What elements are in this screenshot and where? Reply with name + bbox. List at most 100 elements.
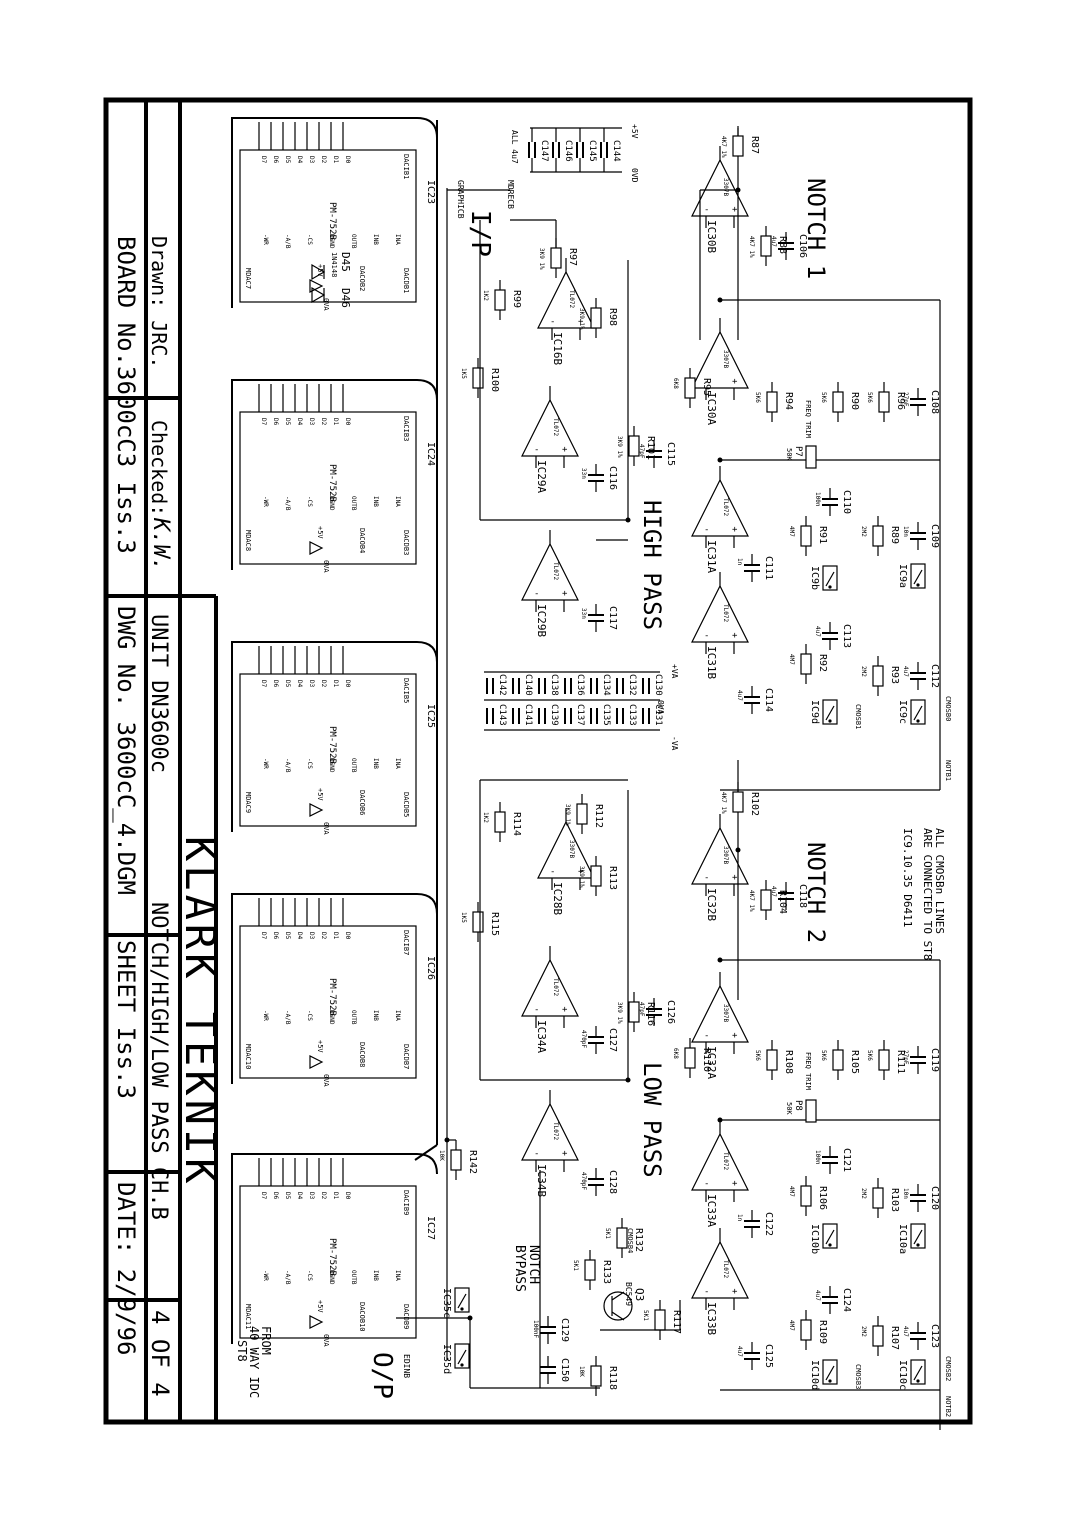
- net-cmosb1: CMOSB1: [854, 704, 862, 729]
- trimmer-p8-ref: P8: [793, 1100, 803, 1111]
- dac-net-mdac: MDAC7: [244, 268, 252, 289]
- dac-pin-label: -WR: [262, 1010, 269, 1021]
- opamp-ref: IC28B: [551, 882, 564, 915]
- dac-type: PM-752B: [327, 1238, 337, 1276]
- resistor-value: 3K9 1%: [538, 248, 545, 270]
- net-cmosb3: CMOSB3: [854, 1364, 862, 1389]
- capacitor-value: 47pF: [638, 444, 645, 459]
- dac-pin-label: D7: [260, 418, 267, 426]
- junction-dot: [625, 1077, 631, 1083]
- opamp-ref: IC33A: [705, 1194, 718, 1227]
- junction-dot: [467, 1315, 473, 1321]
- diodes: D45 D46 1N4148: [311, 252, 352, 308]
- dac-ref: IC26: [425, 956, 436, 980]
- resistor-value: 2M2: [860, 666, 867, 677]
- dac-pin-label: INA: [394, 1010, 401, 1021]
- opamp-pin-plus: +: [578, 867, 584, 877]
- trimmer-p7-label: FREQ TRIM: [804, 400, 812, 438]
- dac-type: PM-752B: [327, 464, 337, 502]
- dac-bus-bend: [414, 1144, 438, 1161]
- dac-body: [239, 411, 417, 565]
- capacitor-value: 4u7: [770, 236, 777, 247]
- resistor-ref: R102: [749, 792, 760, 816]
- decoupling-cap: C134: [590, 674, 611, 696]
- capacitor-ref: C110: [841, 490, 852, 514]
- dac-pin-label: -WR: [262, 758, 269, 769]
- dac-supply-label: +5V: [316, 788, 324, 801]
- opamp-pin-minus: -: [550, 867, 555, 877]
- dac-pin-label: DGND: [328, 1270, 335, 1285]
- resistor-ref: R110: [701, 1048, 712, 1072]
- capacitor-value: 4u7: [770, 886, 777, 897]
- decoupling-cap: C145: [576, 128, 597, 172]
- resistor-ref: R115: [489, 912, 500, 936]
- capacitor-ref: C121: [841, 1148, 852, 1172]
- resistor-value: 4K7 1%: [720, 792, 727, 814]
- dac-pin-label: D4: [296, 418, 303, 426]
- transistor-q3: Q3 BC549: [603, 1282, 646, 1321]
- resistor-ref: R104: [777, 890, 788, 914]
- diode-d45: D45: [339, 252, 352, 272]
- dac-pin-label: D0: [344, 932, 351, 940]
- resistor-ref: R113: [607, 866, 618, 890]
- dac-pin-label: D5: [284, 156, 291, 164]
- label-notch1: NOTCH 1: [802, 178, 830, 279]
- dac-pin-label: D6: [272, 1192, 279, 1200]
- resistor-value: 1K5: [460, 912, 467, 923]
- opamp-type: 3307B: [722, 350, 729, 368]
- label-notch-bypass-2: BYPASS: [512, 1245, 527, 1292]
- resistor-value: 2M2: [860, 1326, 867, 1337]
- resistor-value: 5K1: [604, 1228, 611, 1239]
- opamp-ref: IC29B: [535, 604, 548, 637]
- opamp-pin-minus: -: [550, 317, 555, 327]
- label-high-pass: HIGH PASS: [638, 500, 666, 630]
- decoupling-cap-ref: C146: [563, 140, 573, 162]
- analog-switch: IC10c: [897, 1359, 926, 1390]
- capacitor-value: 4u7: [736, 690, 743, 701]
- resistor-value: 1K2: [482, 812, 489, 823]
- sheet-issue: SHEET Iss.3: [112, 940, 140, 1099]
- capacitor-ref: C108: [929, 390, 940, 414]
- capacitor-value: 470pF: [580, 1030, 587, 1048]
- dac-supply-label: +5V: [316, 1300, 324, 1313]
- switch-ref: IC9d: [809, 700, 820, 724]
- resistor-value: 3K9 1%: [578, 866, 585, 888]
- dac-net-b: DACOB10: [358, 1302, 366, 1332]
- resistor-ref: R103: [889, 1188, 900, 1212]
- dac-pin-label: D3: [308, 156, 315, 164]
- dac-pin-label: -CS: [306, 1010, 313, 1021]
- dac-net-db: DACDB7: [402, 1044, 410, 1069]
- decoupling-cap: C138: [538, 674, 559, 696]
- decoupling-cap: C144: [600, 128, 621, 172]
- capacitor-ref: C113: [841, 624, 852, 648]
- switch-ref: IC10b: [809, 1224, 820, 1254]
- dac-pin-label: INB: [372, 234, 379, 245]
- capacitor-value: 10n: [902, 1188, 909, 1199]
- dac-pin-label: -A/B: [284, 1270, 291, 1285]
- decoupling-cap: C146: [552, 128, 573, 172]
- opamp-ref: IC31B: [705, 646, 718, 679]
- resistor-value: 2M2: [860, 526, 867, 537]
- decoupling-cap-ref: C139: [549, 704, 559, 726]
